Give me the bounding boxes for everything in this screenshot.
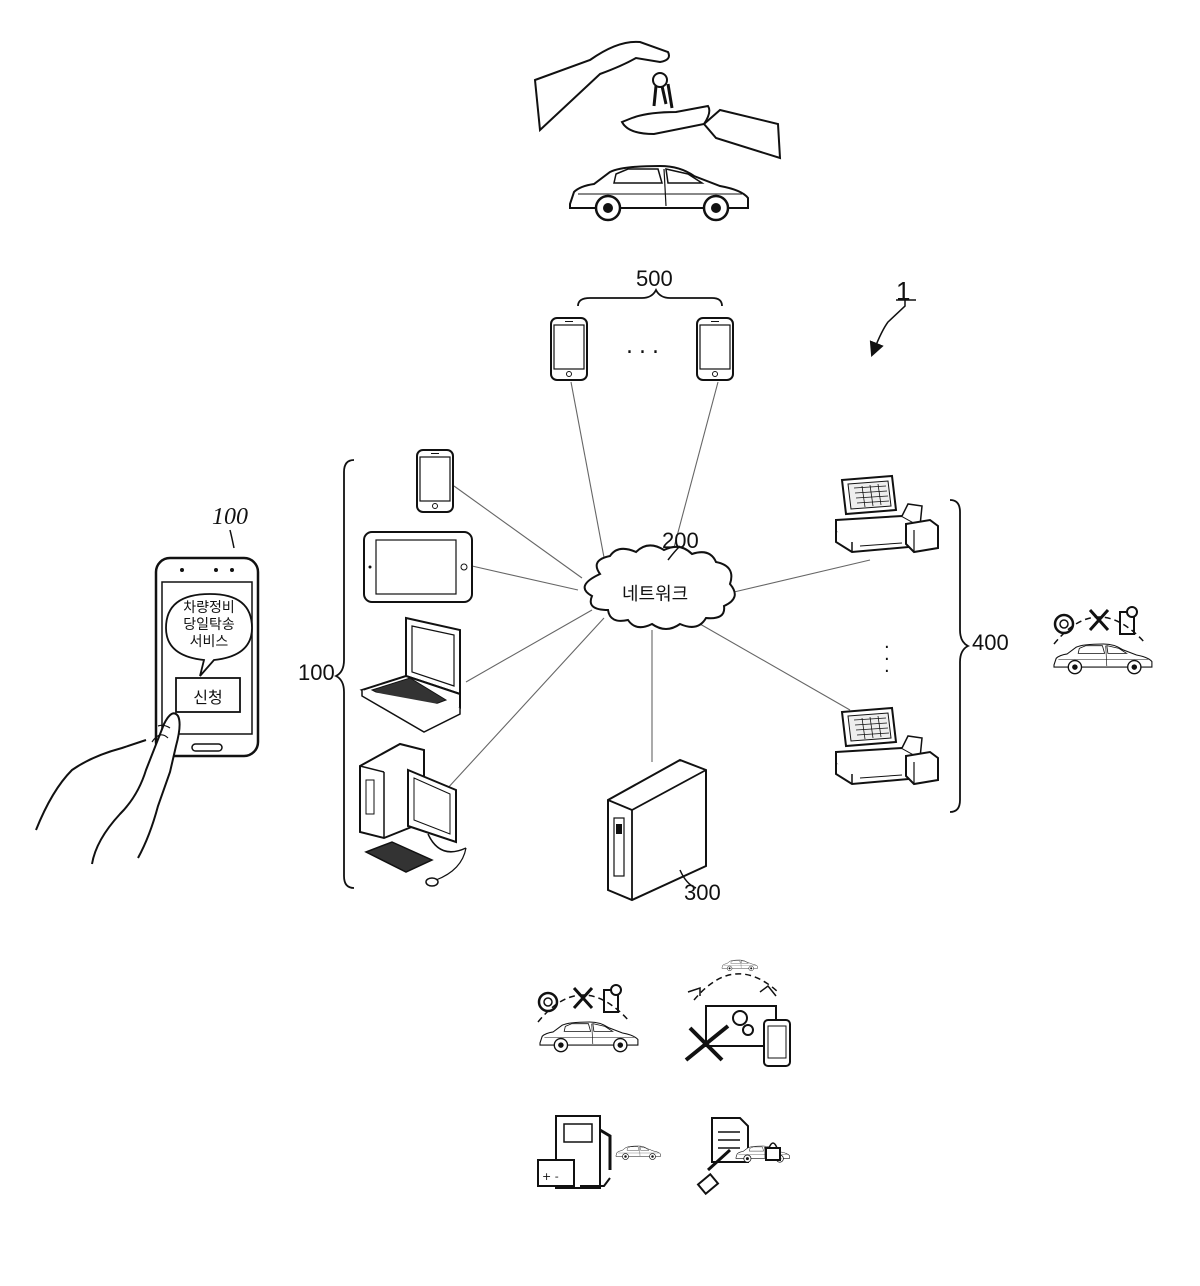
repair-tools-icon: [686, 960, 790, 1066]
bubble-line-1: 차량정비: [168, 600, 250, 617]
network-ref-label: 200: [662, 528, 699, 554]
system-ref-arrow: [874, 300, 905, 350]
svg-text:+ -: + -: [542, 1170, 559, 1183]
bubble-line-3: 서비스: [168, 634, 250, 651]
user-terminals-label: 100: [298, 660, 335, 686]
driver-group-brace: [578, 290, 722, 306]
shop-ellipsis: ···: [884, 642, 896, 678]
service-bubble-text: 차량정비 당일탁송 서비스: [168, 600, 250, 651]
shop-terminals-label: 400: [972, 630, 1009, 656]
user-smartphone: [417, 450, 453, 512]
user-phone-label: 100: [212, 504, 248, 531]
shop-terminals-brace: [950, 500, 968, 812]
driver-phone-1: [551, 318, 587, 380]
driver-terminals-label: 500: [636, 266, 673, 292]
server-label: 300: [684, 880, 721, 906]
server-computer: [608, 760, 706, 900]
shop-pos-terminal-1: [836, 476, 938, 552]
user-desktop: [360, 744, 466, 886]
apply-button[interactable]: 신청: [176, 684, 240, 708]
fuel-battery-icon: + -: [538, 1116, 661, 1188]
key-handover-illustration: [535, 42, 780, 220]
network-label: 네트워크: [622, 580, 688, 606]
maintenance-service-icon: [538, 985, 638, 1052]
user-laptop: [362, 618, 460, 732]
document-lock-icon: [698, 1118, 789, 1194]
bubble-line-2: 당일탁송: [168, 617, 250, 634]
right-service-illustration: [1054, 607, 1152, 674]
shop-pos-terminal-2: [836, 708, 938, 784]
driver-phone-2: [697, 318, 733, 380]
user-tablet: [364, 532, 472, 602]
user-terminals-brace: [336, 460, 354, 888]
driver-ellipsis: ...: [626, 334, 665, 359]
system-label: 1: [896, 276, 910, 307]
